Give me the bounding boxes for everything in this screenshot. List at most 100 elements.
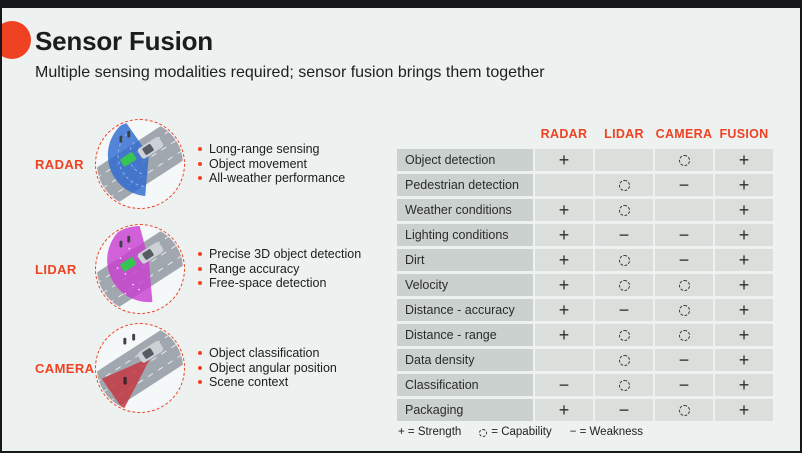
row-label: Packaging (397, 399, 533, 421)
capability-circle-symbol (479, 428, 488, 437)
capability-circle-symbol (618, 329, 630, 341)
bullet-item: All-weather performance (197, 171, 345, 186)
table-cell (595, 274, 653, 296)
table-cell (655, 274, 713, 296)
table-cell (655, 324, 713, 346)
table-cell: + (715, 399, 773, 421)
radar-road-scene-icon (95, 119, 185, 209)
table-cell: + (535, 224, 593, 246)
table-cell: + (715, 149, 773, 171)
legend-item: − = Weakness (569, 426, 644, 438)
table-cell: + (715, 199, 773, 221)
table-cell: − (535, 374, 593, 396)
table-cell: + (535, 299, 593, 321)
column-header-fusion: FUSION (719, 127, 769, 141)
column-header-lidar: LIDAR (604, 127, 644, 141)
page-title: Sensor Fusion (35, 26, 213, 56)
sensor-label-lidar: LIDAR (35, 261, 77, 277)
legend-item: + = Strength (398, 426, 462, 438)
capability-circle-symbol (678, 154, 690, 166)
row-label: Dirt (397, 249, 533, 271)
table-corner-spacer (397, 124, 533, 144)
table-cell: + (715, 274, 773, 296)
table-cell: + (715, 324, 773, 346)
legend-item: = Capability (479, 426, 552, 438)
table-cell: + (535, 199, 593, 221)
lidar-bullet-list: Precise 3D object detection Range accura… (197, 247, 361, 291)
capability-circle-symbol (678, 304, 690, 316)
table-cell (655, 299, 713, 321)
table-cell: − (655, 224, 713, 246)
camera-bullet-list: Object classification Object angular pos… (197, 346, 337, 390)
table-cell (535, 174, 593, 196)
table-cell (595, 249, 653, 271)
column-header-camera: CAMERA (655, 127, 713, 141)
bullet-item: Free-space detection (197, 276, 361, 291)
table-cell: + (535, 399, 593, 421)
table-cell (595, 324, 653, 346)
table-cell: − (655, 174, 713, 196)
row-label: Weather conditions (397, 199, 533, 221)
row-label: Lighting conditions (397, 224, 533, 246)
page-subtitle: Multiple sensing modalities required; se… (35, 64, 545, 81)
table-cell: − (655, 374, 713, 396)
table-cell: − (595, 399, 653, 421)
row-label: Pedestrian detection (397, 174, 533, 196)
table-cell (655, 149, 713, 171)
capability-circle-symbol (618, 379, 630, 391)
table-cell (655, 199, 713, 221)
sensor-group-lidar: LIDAR (35, 223, 395, 315)
table-legend: + = Strength = Capability − = Weakness (398, 426, 643, 438)
accent-circle (2, 21, 31, 59)
capability-circle-symbol (618, 179, 630, 191)
bullet-item: Object movement (197, 157, 345, 172)
row-label: Data density (397, 349, 533, 371)
table-cell (595, 149, 653, 171)
table-cell (595, 199, 653, 221)
table-cell (655, 399, 713, 421)
column-header-radar: RADAR (540, 127, 588, 141)
table-cell: + (715, 299, 773, 321)
sensor-label-radar: RADAR (35, 156, 84, 172)
bullet-item: Long-range sensing (197, 142, 345, 157)
table-cell: + (535, 274, 593, 296)
bullet-item: Range accuracy (197, 262, 361, 277)
capability-circle-symbol (618, 204, 630, 216)
slide: Sensor Fusion Multiple sensing modalitie… (2, 8, 800, 451)
row-label: Distance - range (397, 324, 533, 346)
table-cell (595, 174, 653, 196)
table-cell (595, 349, 653, 371)
capability-circle-symbol (678, 404, 690, 416)
bullet-item: Precise 3D object detection (197, 247, 361, 262)
row-label: Distance - accuracy (397, 299, 533, 321)
bullet-item: Object classification (197, 346, 337, 361)
capability-circle-symbol (618, 254, 630, 266)
capability-circle-symbol (618, 279, 630, 291)
table-cell (535, 349, 593, 371)
table-cell: + (715, 374, 773, 396)
sensor-group-camera: CAMERA (35, 322, 395, 414)
capability-circle-symbol (618, 354, 630, 366)
table-cell: − (595, 299, 653, 321)
row-label: Velocity (397, 274, 533, 296)
table-cell (595, 374, 653, 396)
lidar-road-scene-icon (95, 224, 185, 314)
table-cell: + (715, 174, 773, 196)
table-cell: − (655, 249, 713, 271)
table-cell: + (715, 249, 773, 271)
table-cell: − (595, 224, 653, 246)
capability-circle-symbol (678, 329, 690, 341)
row-label: Classification (397, 374, 533, 396)
table-cell: + (715, 349, 773, 371)
row-label: Object detection (397, 149, 533, 171)
bullet-item: Object angular position (197, 361, 337, 376)
sensor-group-radar: RADAR (35, 118, 395, 210)
table-cell: + (535, 324, 593, 346)
capability-circle-symbol (678, 279, 690, 291)
sensor-label-camera: CAMERA (35, 360, 95, 376)
table-cell: + (535, 149, 593, 171)
camera-road-scene-icon (95, 323, 185, 413)
bullet-item: Scene context (197, 375, 337, 390)
